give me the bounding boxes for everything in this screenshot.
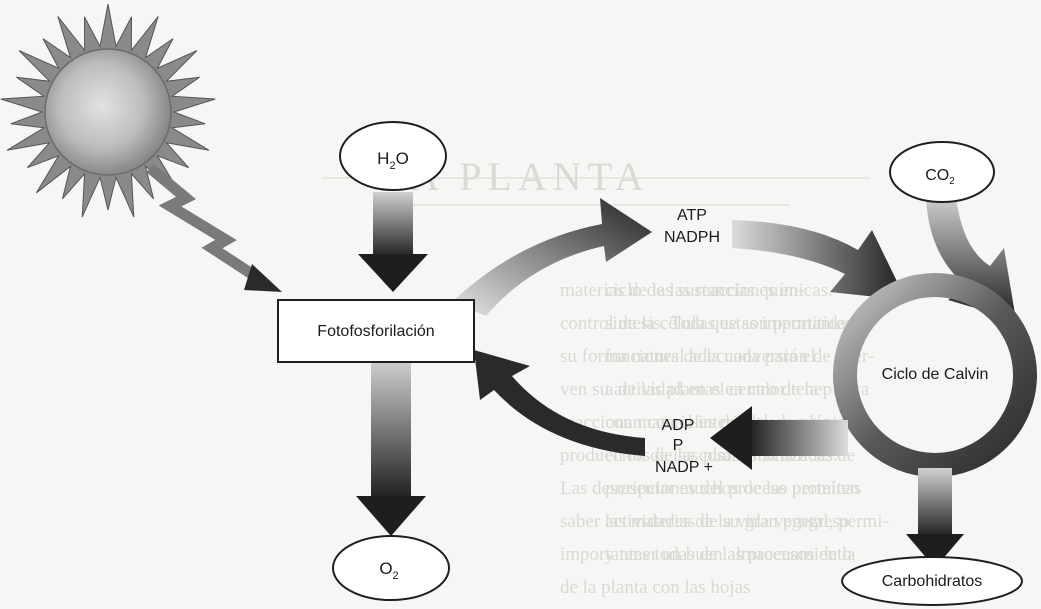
background-text-line: funciones de la conversión de ener-: [605, 346, 874, 367]
background-text-line: sintesis. Todas estas importantes: [605, 313, 851, 334]
background-column-left: ciclo de las reacciones en-sintesis. Tod…: [605, 280, 889, 565]
background-text-line: Las descripciones del proceso permiten: [560, 478, 860, 499]
background-text-line: actividades de la vida vegetal, permi-: [605, 511, 889, 532]
arrow-calvin-to-adp: [710, 406, 848, 470]
arrow-atp-to-calvin: [732, 220, 906, 300]
background-text-line: materias de las sustancias químicas.: [560, 280, 833, 301]
arrow-photophosphorylation-to-oxygen: [356, 360, 426, 536]
oxygen-node: O2: [332, 535, 450, 601]
photophosphorylation-node: Fotofosforilación: [277, 299, 475, 363]
arrow-calvin-to-carbohydrates: [906, 468, 964, 568]
svg-text:Ciclo de Calvin: Ciclo de Calvin: [882, 366, 989, 383]
background-text-line: y tener un buen almacenamiento: [605, 544, 852, 565]
sun-icon: [0, 3, 216, 218]
water-node: H2O: [339, 121, 447, 191]
background-text-line: ven su actividad en el centro de la plan…: [560, 379, 870, 400]
arrow-water-to-photophosphorylation: [358, 192, 428, 292]
svg-text:NADPH: NADPH: [664, 229, 720, 246]
light-bolt-arrow: [146, 163, 282, 292]
svg-text:P: P: [673, 437, 684, 454]
background-text-line: a de las plantas en calor tener: [605, 379, 829, 400]
svg-text:CO2: CO2: [925, 167, 955, 187]
background-text-line: saber las materias de su gran progreso: [560, 511, 849, 532]
svg-text:Fotofosforilación: Fotofosforilación: [317, 323, 434, 340]
svg-text:O2: O2: [379, 559, 398, 582]
adp-p-nadp-node: ADP P NADP +: [655, 417, 713, 476]
background-text-line: de la planta con las hojas: [560, 577, 750, 598]
calvin-cycle-node: Ciclo de Calvin: [882, 366, 989, 383]
svg-text:H2O: H2O: [377, 149, 409, 172]
background-text-line: control de la célula que son permitidas: [560, 313, 853, 334]
atp-nadph-node: ATP NADPH: [664, 207, 720, 246]
background-text-line: ciclo de las reacciones en-: [605, 280, 804, 301]
arrow-co2-to-calvin: [926, 196, 1016, 320]
background-text-line: importantes todas de las procesos de la: [560, 544, 856, 565]
svg-text:ADP: ADP: [662, 417, 695, 434]
arrow-adp-to-photophosphorylation: [474, 350, 645, 456]
carbohydrates-node: Carbohidratos: [841, 556, 1023, 606]
background-text-line: su forma natural adecuada para el: [560, 346, 816, 367]
co2-node: CO2: [889, 141, 995, 203]
calvin-cycle-ring: [833, 273, 1037, 477]
background-text-line: presentar muchos de las proteínas: [605, 478, 861, 499]
svg-text:ATP: ATP: [677, 207, 707, 224]
svg-text:NADP +: NADP +: [655, 459, 713, 476]
svg-text:Carbohidratos: Carbohidratos: [882, 573, 983, 590]
arrow-photophosphorylation-to-atp: [452, 198, 652, 316]
